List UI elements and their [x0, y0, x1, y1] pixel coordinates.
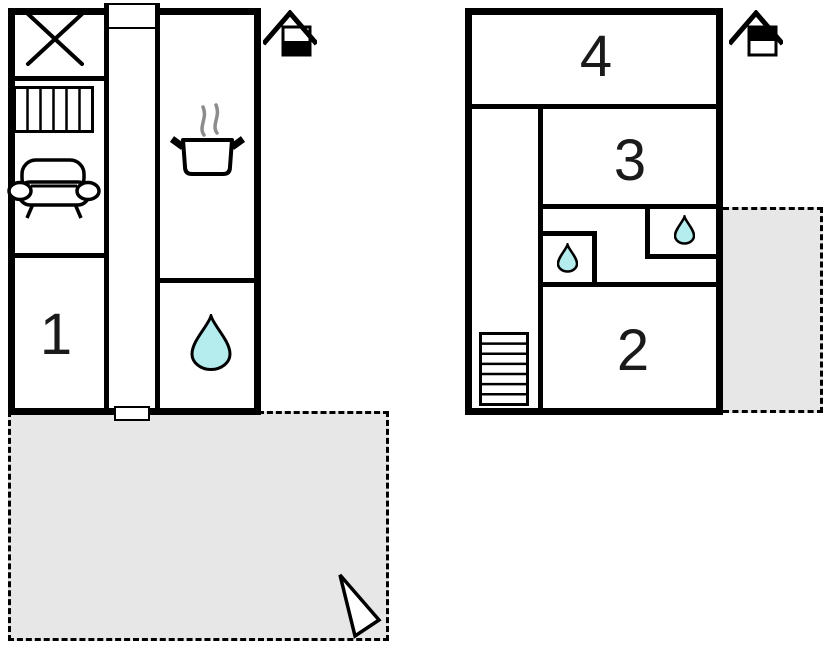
room-3-label: 3 — [613, 128, 647, 193]
wall-segment — [8, 253, 109, 258]
water-drop-icon — [674, 215, 695, 245]
room-2-label: 2 — [616, 318, 650, 383]
water-drop-icon — [557, 243, 578, 273]
north-arrow-icon — [338, 573, 382, 639]
window-cross-icon — [26, 12, 84, 66]
wall-segment — [645, 204, 650, 259]
staircase-icon — [479, 332, 529, 406]
wall-segment — [8, 408, 114, 415]
wall-segment — [104, 5, 109, 415]
wall-segment — [538, 231, 597, 236]
wall-segment — [538, 282, 716, 287]
terrace-door — [114, 406, 150, 421]
wall-segment — [155, 278, 261, 283]
floor-indicator-ground-icon — [263, 10, 317, 57]
staircase-icon — [13, 86, 94, 133]
floor-indicator-upper-icon — [729, 10, 783, 57]
cooking-pot-icon — [169, 103, 246, 176]
wall-segment — [8, 76, 109, 81]
wall-segment — [8, 8, 15, 415]
wall-segment — [465, 408, 723, 415]
sofa-icon — [7, 158, 101, 219]
wall-segment — [158, 8, 261, 15]
door-frame — [109, 27, 155, 29]
wall-segment — [538, 204, 716, 209]
terrace-area — [8, 411, 389, 641]
water-drop-icon — [190, 314, 232, 371]
wall-segment — [716, 8, 723, 415]
wall-segment — [465, 8, 472, 415]
wall-segment — [155, 5, 160, 415]
wall-segment — [254, 8, 261, 415]
wall-segment — [465, 104, 723, 109]
wall-segment — [592, 231, 597, 287]
wall-segment — [465, 8, 723, 15]
wall-segment — [645, 254, 716, 259]
wall-segment — [150, 408, 261, 415]
room-1-label: 1 — [39, 302, 73, 367]
wall-segment — [8, 8, 106, 15]
room-4-label: 4 — [579, 24, 613, 89]
door-frame — [104, 3, 160, 5]
balcony-area — [723, 207, 823, 413]
wall-segment — [538, 104, 543, 415]
